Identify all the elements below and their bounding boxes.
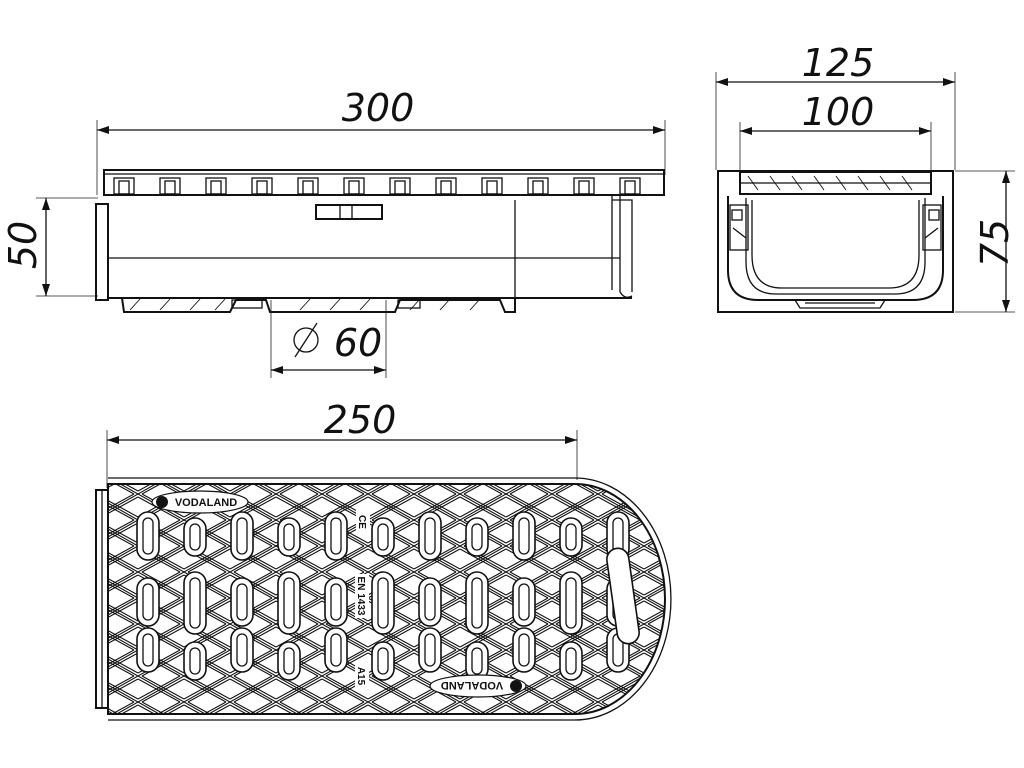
- grate-slot-inner: [377, 647, 389, 675]
- end-view: 125 100 75: [715, 41, 1017, 313]
- side-grate-rib: [113, 177, 135, 195]
- grate-slot: [183, 517, 207, 557]
- grate-slot-inner: [189, 647, 201, 675]
- grate-slot: [183, 641, 207, 681]
- side-grate-rib: [435, 177, 457, 195]
- grate-slot: [418, 511, 442, 561]
- grate-slot: [465, 517, 489, 557]
- grate-slot-inner: [283, 647, 295, 675]
- side-grate-rib: [159, 177, 181, 195]
- grate-slot: [136, 511, 160, 561]
- grate-slot-inner: [424, 517, 436, 555]
- grate-slots: [136, 511, 630, 681]
- grate-slot: [512, 577, 536, 627]
- grate-slot: [371, 571, 395, 635]
- end-section-body: [717, 170, 954, 313]
- svg-text:EN 1433: EN 1433: [355, 577, 366, 616]
- grate-slot: [277, 641, 301, 681]
- grate-slot-inner: [471, 523, 483, 551]
- dimension-height-50: 50: [1, 197, 98, 297]
- dim-label-250: 250: [324, 398, 397, 442]
- mark-ce: CE: [356, 510, 370, 534]
- grate-slot: [559, 517, 583, 557]
- grate-slot-inner: [565, 523, 577, 551]
- grate-slot-inner: [283, 523, 295, 551]
- grate-slot: [371, 517, 395, 557]
- side-grate-rib: [619, 177, 641, 195]
- grate-slot-inner: [236, 583, 248, 621]
- svg-text:A15: A15: [355, 667, 366, 686]
- grate-slot: [559, 641, 583, 681]
- side-channel-body: [95, 194, 633, 313]
- dim-label-60: 60: [334, 321, 382, 365]
- grate-slot-inner: [565, 647, 577, 675]
- grate-slot-inner: [330, 517, 342, 555]
- grate-slot: [559, 571, 583, 635]
- grate-slot-inner: [142, 517, 154, 555]
- dimension-width-100: 100: [739, 90, 932, 170]
- dimension-height-75: 75: [955, 170, 1017, 313]
- grate-slot-inner: [236, 517, 248, 555]
- side-grate-rib: [573, 177, 595, 195]
- mark-load-class: A15: [355, 664, 369, 688]
- side-grate-rib: [481, 177, 503, 195]
- mark-standard: EN 1433: [355, 574, 369, 618]
- grate-slot: [371, 641, 395, 681]
- brand-text-top: VODALAND: [175, 497, 237, 509]
- grate-slot-inner: [142, 583, 154, 621]
- side-grate-rib: [297, 177, 319, 195]
- grate-slot-inner: [518, 633, 530, 667]
- grate-slot-inner: [330, 583, 342, 621]
- grate-slot-inner: [377, 577, 389, 629]
- grate-slot: [512, 511, 536, 561]
- dim-label-300: 300: [342, 86, 415, 130]
- svg-text:CE: CE: [356, 515, 367, 529]
- grate-slot-inner: [471, 647, 483, 675]
- dim-label-125: 125: [802, 41, 875, 85]
- grate-slot: [465, 571, 489, 635]
- side-grate-rib: [205, 177, 227, 195]
- grate-slot: [136, 577, 160, 627]
- side-grate-rib: [251, 177, 273, 195]
- grate-slot-inner: [518, 583, 530, 621]
- grate-slot-inner: [377, 523, 389, 551]
- grate-slot-inner: [518, 517, 530, 555]
- grate-slot-inner: [189, 577, 201, 629]
- dimension-length-300: 300: [96, 86, 666, 195]
- dim-label-50: 50: [1, 221, 45, 269]
- grate-slot-inner: [236, 633, 248, 667]
- side-grate-band: [103, 169, 665, 196]
- grate-slot: [324, 511, 348, 561]
- grate-slot-inner: [330, 633, 342, 667]
- grate-slot-inner: [471, 577, 483, 629]
- grate-slot-inner: [189, 523, 201, 551]
- side-grate-rib: [343, 177, 365, 195]
- dimension-width-125: 125: [715, 41, 956, 170]
- dimension-outlet-60: 60: [270, 300, 387, 378]
- top-view-grate: 250 VODALAND VODALAND CE EN 1433: [95, 398, 672, 721]
- side-view: 300: [1, 86, 666, 378]
- grate-slot: [277, 517, 301, 557]
- grate-slot: [183, 571, 207, 635]
- grate-slot-inner: [565, 577, 577, 629]
- side-grate-rib: [389, 177, 411, 195]
- grate-slot: [230, 511, 254, 561]
- grate-slot-inner: [424, 633, 436, 667]
- brand-logo-top: VODALAND: [151, 490, 249, 514]
- brand-text-bottom: VODALAND: [441, 679, 503, 691]
- grate-slot: [230, 577, 254, 627]
- grate-slot-inner: [142, 633, 154, 667]
- grate-slot: [324, 577, 348, 627]
- grate-slot-inner: [283, 577, 295, 629]
- dim-label-100: 100: [802, 90, 875, 134]
- grate-slot: [277, 571, 301, 635]
- grate-slot-inner: [424, 583, 436, 621]
- grate-slot: [418, 577, 442, 627]
- dimension-grate-250: 250: [106, 398, 578, 488]
- brand-logo-bottom: VODALAND: [429, 674, 527, 698]
- dim-label-75: 75: [973, 219, 1017, 267]
- side-grate-rib: [527, 177, 549, 195]
